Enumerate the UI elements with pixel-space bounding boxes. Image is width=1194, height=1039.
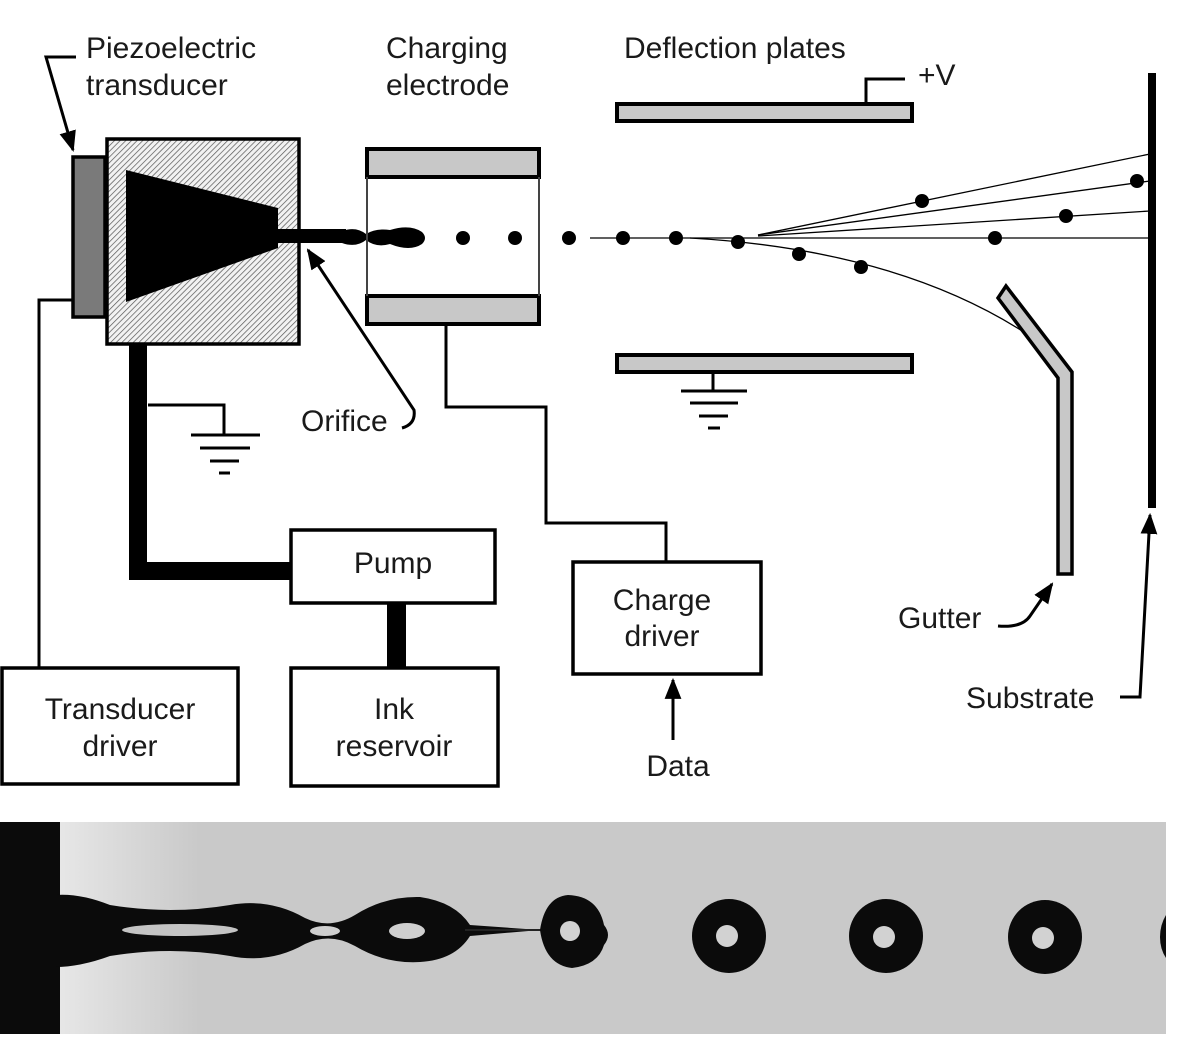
- droplet: [731, 235, 745, 249]
- piezo-pointer-arrow: [44, 55, 76, 153]
- deflection-plate-top: [615, 102, 914, 123]
- transducer-driver-box: [0, 666, 240, 786]
- droplet: [1059, 209, 1073, 223]
- substrate-label: Substrate: [966, 682, 1094, 715]
- droplet: [915, 194, 929, 208]
- charging-electrode: [365, 147, 541, 326]
- ground-symbol-nozzle: [148, 403, 260, 475]
- droplet-photograph: [0, 822, 1166, 1034]
- ink-reservoir-box: [289, 666, 500, 788]
- ink-reservoir-label-1: Ink: [374, 693, 415, 726]
- orifice-pointer-arrow: [306, 248, 416, 430]
- droplet: [854, 260, 868, 274]
- droplet: [669, 231, 683, 245]
- deflection-plate-bottom: [615, 353, 914, 374]
- transducer-driver-label-1: Transducer: [45, 693, 196, 726]
- droplet: [1130, 174, 1144, 188]
- ink-chamber: [126, 170, 278, 302]
- charge-driver-label-2: driver: [624, 620, 699, 653]
- pump-box: [289, 528, 497, 605]
- plus-v-label: +V: [918, 59, 956, 92]
- piezoelectric-transducer: [71, 155, 107, 319]
- droplet: [456, 231, 470, 245]
- droplet: [508, 231, 522, 245]
- droplet: [562, 231, 576, 245]
- transducer-driver-label-2: driver: [82, 730, 157, 763]
- gutter-pointer-arrow: [997, 582, 1054, 628]
- wiring: [37, 298, 668, 668]
- droplet-trajectories: [590, 153, 1151, 337]
- droplets: [456, 174, 1144, 274]
- jet-breakup: [342, 227, 425, 248]
- charge-driver-label-1: Charge: [613, 584, 711, 617]
- ink-reservoir-label-2: reservoir: [336, 730, 453, 763]
- substrate: [1148, 73, 1156, 508]
- pump-label: Pump: [354, 547, 432, 580]
- charging-label-2: electrode: [386, 69, 509, 102]
- droplet: [616, 231, 630, 245]
- deflection-label: Deflection plates: [624, 32, 846, 65]
- deflection-plates: [615, 77, 914, 390]
- charging-electrode-top: [365, 147, 541, 179]
- substrate-pointer-arrow: [1120, 512, 1158, 699]
- droplet: [988, 231, 1002, 245]
- charge-driver-box: [571, 560, 763, 676]
- data-label: Data: [646, 750, 710, 783]
- ground-symbol-deflection: [681, 389, 747, 430]
- nozzle-channel: [276, 229, 346, 243]
- piezo-label-2: transducer: [86, 69, 228, 102]
- nozzle-assembly: [71, 137, 346, 346]
- charging-label-1: Charging: [386, 32, 508, 65]
- gutter: [995, 282, 1074, 576]
- charging-electrode-bottom: [365, 294, 541, 326]
- droplet: [792, 247, 806, 261]
- ink-supply-line: [129, 344, 406, 669]
- piezo-label-1: Piezoelectric: [86, 32, 256, 65]
- orifice-label: Orifice: [301, 405, 388, 438]
- gutter-label: Gutter: [898, 602, 981, 635]
